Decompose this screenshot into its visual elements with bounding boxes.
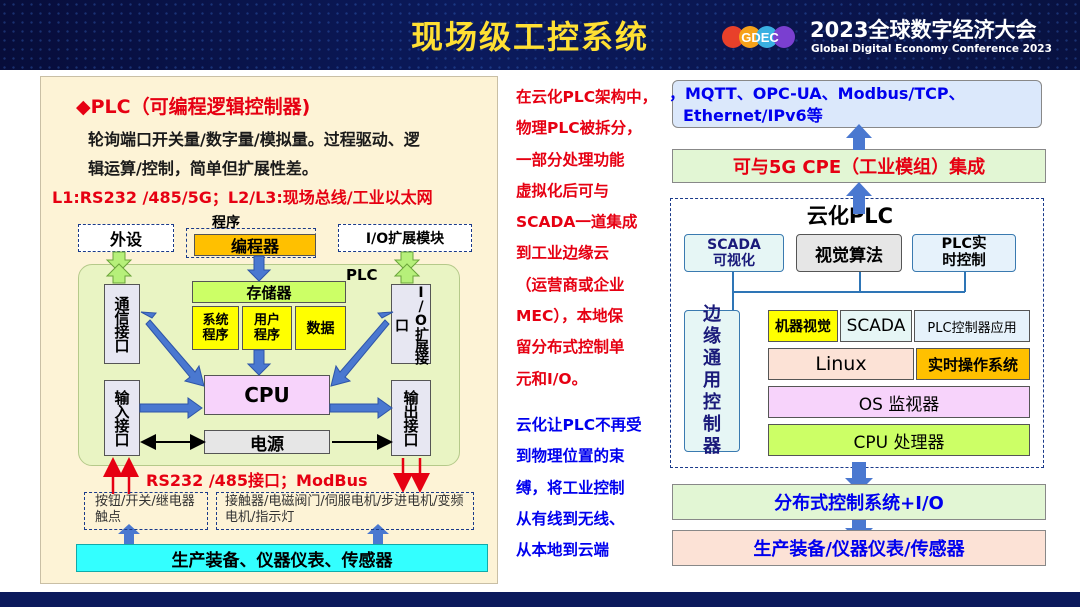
- edge-controller-box: 边缘通用控制器: [684, 304, 740, 457]
- cpu-box: CPU: [204, 375, 330, 415]
- program-label: 程序: [212, 215, 240, 231]
- user-program-box: 用户程序: [242, 306, 292, 350]
- footer-bar: [0, 592, 1080, 607]
- plc-app-box: PLC控制器应用: [914, 310, 1030, 342]
- vision-algo-box: 视觉算法: [796, 234, 902, 272]
- system-program-box: 系统程序: [192, 306, 239, 350]
- plc-realtime-box: PLC实时控制: [912, 234, 1016, 272]
- equipment-bar: 生产装备、仪器仪表、传感器: [76, 544, 488, 572]
- protocols-line1: ，MQTT、OPC-UA、Modbus/TCP、: [669, 84, 965, 103]
- middle-red-line: MEC），本地保: [516, 307, 624, 326]
- green-connector-arrows: [105, 251, 421, 284]
- linux-box: Linux: [768, 348, 914, 380]
- middle-blue-line: 从有线到无线、: [516, 509, 625, 528]
- cloud-plc-tree-lines: [732, 272, 966, 310]
- machine-vision-box: 机器视觉: [768, 310, 838, 342]
- comm-port-label: 通信接口: [112, 296, 131, 352]
- bus-label: RS232 /485接口；ModBus: [146, 471, 368, 490]
- power-box: 电源: [204, 430, 330, 455]
- cpu-processor-box: CPU 处理器: [768, 424, 1030, 456]
- middle-blue-line: 缚，将工业控制: [516, 478, 625, 497]
- logo-text: GDEC: [741, 30, 779, 45]
- header-banner: [0, 0, 1080, 70]
- middle-blue-text: 云化让PLC不再受 到物理位置的束 缚，将工业控制 从有线到无线、 从本地到云端: [516, 410, 672, 566]
- os-monitor-box: OS 监视器: [768, 386, 1030, 418]
- conference-name-en: Global Digital Economy Conference 2023: [811, 43, 1052, 55]
- io-expand-port-label: I/O扩展接口: [393, 285, 429, 363]
- middle-red-line: SCADA一道集成: [516, 213, 638, 232]
- page-title: 现场级工控系统: [410, 18, 649, 56]
- middle-blue-line: 到物理位置的束: [516, 447, 625, 466]
- input-port-label: 输入接口: [112, 390, 131, 446]
- blue-data-arrows: [139, 255, 394, 419]
- input-port-box: 输入接口: [104, 380, 140, 456]
- middle-red-line: 一部分处理功能: [516, 150, 625, 169]
- io-signal-arrows: [103, 457, 430, 494]
- protocols-line2: Ethernet/IPv6等: [683, 106, 823, 125]
- right-equipment-box: 生产装备/仪器仪表/传感器: [672, 530, 1046, 566]
- middle-red-line: 在云化PLC架构中，: [516, 88, 658, 106]
- peripheral-box: 外设: [78, 224, 174, 252]
- output-port-box: 输出接口: [391, 380, 431, 456]
- output-devices-box: 接触器/电磁阀门/伺服电机/步进电机/变频电机/指示灯: [216, 492, 474, 530]
- middle-blue-line: 从本地到云端: [516, 541, 610, 560]
- cloud-plc-title: 云化PLC: [806, 204, 894, 228]
- plc-desc-line2: 辑运算/控制，简单但扩展性差。: [88, 159, 318, 178]
- plc-heading: ◆PLC（可编程逻辑控制器): [76, 96, 311, 118]
- middle-blue-line: 云化让PLC不再受: [516, 416, 642, 434]
- io-expand-port-box: I/O扩展接口: [391, 284, 431, 364]
- data-box: 数据: [295, 306, 346, 350]
- middle-red-line: 虚拟化后可与: [516, 181, 610, 200]
- scada-vis-box: SCADA可视化: [684, 234, 784, 272]
- output-port-label: 输出接口: [401, 390, 420, 446]
- middle-red-line: 到工业边缘云: [516, 244, 610, 263]
- scada-box: SCADA: [840, 310, 912, 342]
- distributed-control-box: 分布式控制系统+I/O: [672, 484, 1046, 520]
- protocols-box: ，MQTT、OPC-UA、Modbus/TCP、 Ethernet/IPv6等: [669, 80, 1042, 128]
- rtos-box: 实时操作系统: [916, 348, 1030, 380]
- plc-levels: L1:RS232 /485/5G；L2/L3:现场总线/工业以太网: [52, 188, 433, 207]
- input-devices-box: 按钮/开关/继电器触点: [84, 492, 208, 530]
- comm-port-box: 通信接口: [104, 284, 140, 364]
- io-module-box: I/O扩展模块: [338, 224, 472, 252]
- middle-red-line: 元和I/O。: [516, 369, 588, 388]
- middle-red-text: 在云化PLC架构中， 物理PLC被拆分， 一部分处理功能 虚拟化后可与 SCAD…: [516, 82, 672, 395]
- cpe-box: 可与5G CPE（工业模组）集成: [672, 149, 1046, 183]
- middle-red-line: 物理PLC被拆分，: [516, 119, 642, 138]
- gdec-logo-icon: GDEC: [722, 26, 795, 48]
- memory-box: 存储器: [192, 281, 346, 303]
- conference-name-cn: 2023全球数字经济大会: [810, 18, 1037, 42]
- middle-red-line: 留分布式控制单: [516, 338, 625, 357]
- plc-desc-line1: 轮询端口开关量/数字量/模拟量。过程驱动、逻: [88, 130, 420, 149]
- header-dot-pattern: [0, 0, 1080, 70]
- plc-label: PLC: [346, 266, 378, 284]
- middle-red-line: （运营商或企业: [516, 275, 625, 294]
